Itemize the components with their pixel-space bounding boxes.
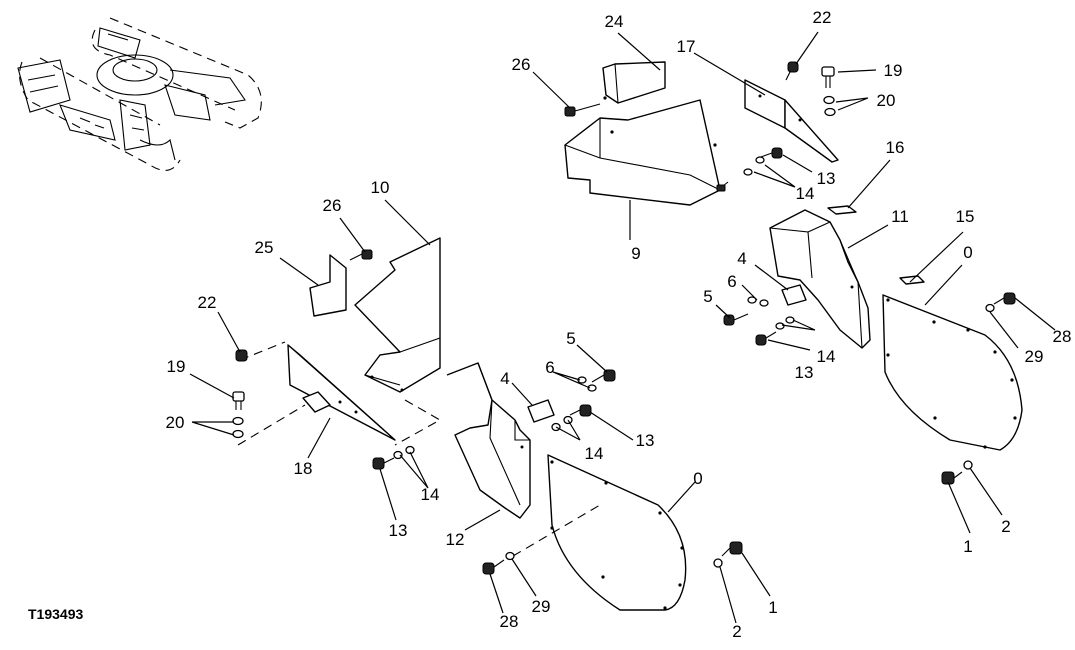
callout-2-center: 2	[732, 622, 741, 641]
callout-4-center: 4	[500, 369, 509, 388]
guard-0-center	[547, 454, 687, 611]
callout-25: 25	[255, 238, 274, 257]
callout-13-right: 13	[795, 363, 814, 382]
bracket-17	[744, 79, 839, 163]
callout-5-center: 5	[566, 329, 575, 348]
undercarriage-locator-sketch	[17, 17, 262, 171]
cover-10	[354, 237, 441, 393]
guard-0-right	[882, 294, 1023, 451]
bolt-1-washer-2-right	[941, 460, 973, 485]
callout-13-center: 13	[636, 431, 655, 450]
callout-10: 10	[371, 178, 390, 197]
hardware-right-upper	[723, 296, 795, 346]
callout-19-top: 19	[884, 61, 903, 80]
plate-25	[309, 254, 347, 317]
callout-4-right: 4	[737, 249, 746, 268]
callout-19-left: 19	[167, 357, 186, 376]
callout-14-left: 14	[421, 485, 440, 504]
bolt-22-left	[235, 349, 248, 362]
bracket-18	[287, 344, 396, 441]
callout-14-right: 14	[817, 347, 836, 366]
bolt-1-washer-2-center	[713, 541, 743, 568]
callout-14-center: 14	[585, 444, 604, 463]
figure-reference: T193493	[28, 606, 83, 622]
washers-20-top	[823, 95, 836, 117]
callout-5-right: 5	[703, 287, 712, 306]
alignment-line-10	[394, 399, 442, 446]
callout-1-center: 1	[768, 598, 777, 617]
callout-18: 18	[294, 459, 313, 478]
callout-17: 17	[677, 37, 696, 56]
callout-16: 16	[886, 138, 905, 157]
callout-2-right: 2	[1001, 517, 1010, 536]
cover-12	[446, 362, 531, 519]
cover-9	[564, 96, 721, 206]
callout-28-right: 28	[1053, 327, 1072, 346]
callout-11: 11	[891, 207, 909, 226]
callout-20-left: 20	[166, 413, 185, 432]
callout-15: 15	[956, 207, 975, 226]
hardware-13-14-top	[716, 147, 783, 192]
washers-20-left	[232, 416, 244, 439]
bolt-26-top	[564, 103, 601, 117]
callout-0-right: 0	[963, 243, 972, 262]
hardware-13-14-left	[372, 445, 415, 470]
bolt-19-top	[821, 66, 835, 88]
bolt-19-left	[232, 391, 245, 410]
callout-28-center: 28	[500, 612, 519, 631]
callout-22-top: 22	[813, 8, 832, 27]
callout-20-top: 20	[877, 91, 896, 110]
bolt-22-top	[785, 61, 799, 81]
callout-6-center: 6	[545, 358, 554, 377]
callout-14-top: 14	[796, 184, 815, 203]
callout-24: 24	[605, 12, 624, 31]
alignment-line-0-center	[512, 504, 601, 557]
callout-22-left: 22	[198, 293, 217, 312]
plate-24	[602, 61, 666, 104]
bolt-26-left	[349, 249, 373, 261]
callout-9: 9	[631, 244, 640, 263]
hardware-center	[551, 369, 616, 432]
alignment-line-18	[237, 404, 306, 446]
callout-0-center: 0	[693, 469, 702, 488]
callout-26-left: 26	[323, 196, 342, 215]
bolt-28-washer-29-right	[985, 292, 1016, 313]
callout-29-right: 29	[1025, 347, 1044, 366]
callout-labels: 24 26 17 22 19 20 13 14 9 16 11 15 0 4 6…	[166, 8, 1072, 641]
callout-13-left: 13	[389, 521, 408, 540]
callout-26-top: 26	[512, 55, 531, 74]
clip-4-center	[527, 399, 555, 423]
plate-16	[827, 205, 857, 215]
cover-11	[769, 209, 871, 349]
bolt-28-washer-29-center	[482, 551, 515, 575]
callout-29-center: 29	[532, 597, 551, 616]
callout-6-right: 6	[727, 272, 736, 291]
callout-1-right: 1	[963, 537, 972, 556]
leader-lines	[189, 31, 1056, 624]
callout-13-top: 13	[817, 169, 836, 188]
callout-12: 12	[446, 530, 465, 549]
